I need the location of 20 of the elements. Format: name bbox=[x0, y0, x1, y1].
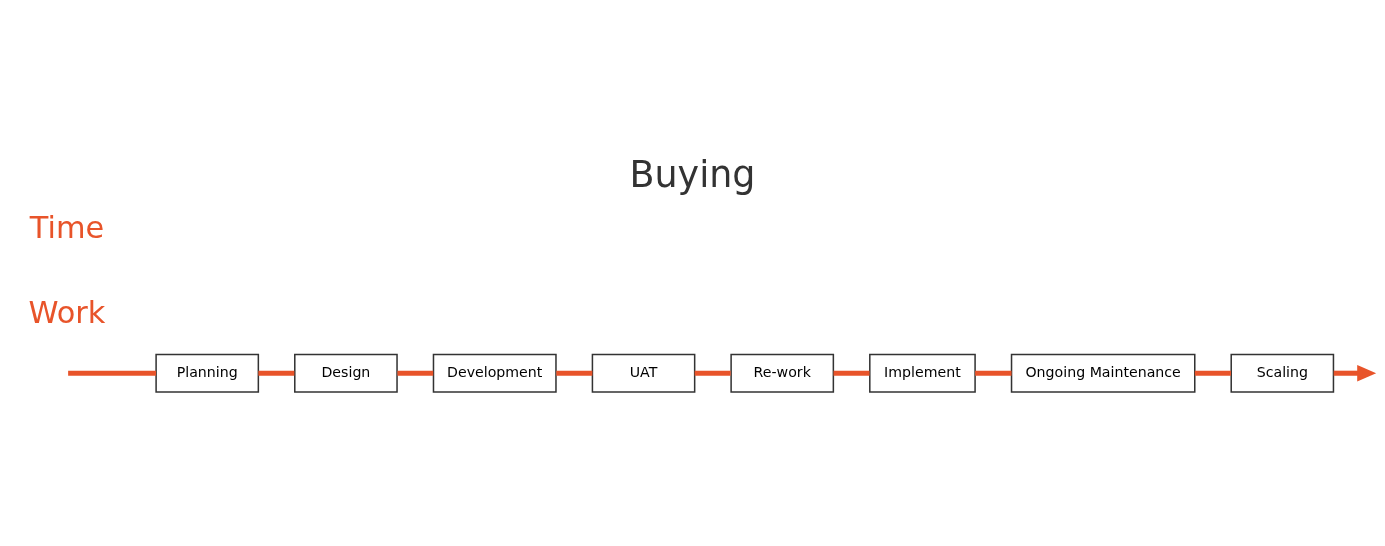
connector bbox=[833, 370, 870, 376]
node-box: Implement bbox=[869, 353, 976, 393]
connector bbox=[397, 370, 434, 376]
node-box: UAT bbox=[591, 353, 696, 393]
connector bbox=[1194, 370, 1231, 376]
node-box: Ongoing Maintenance bbox=[1010, 353, 1196, 393]
node-box: Development bbox=[432, 353, 557, 393]
label: Time bbox=[29, 210, 105, 246]
connector bbox=[556, 370, 593, 376]
node-box: Scaling bbox=[1230, 353, 1335, 393]
arrow bbox=[1333, 364, 1377, 382]
connector bbox=[258, 370, 295, 376]
connector bbox=[975, 370, 1012, 376]
diagram-title: Buying bbox=[629, 153, 756, 197]
connector bbox=[694, 370, 731, 376]
label: Work bbox=[28, 295, 106, 331]
node-box: Design bbox=[294, 353, 398, 393]
node-box: Re-work bbox=[730, 353, 835, 393]
connector bbox=[68, 370, 157, 376]
node-box: Planning bbox=[155, 353, 260, 393]
